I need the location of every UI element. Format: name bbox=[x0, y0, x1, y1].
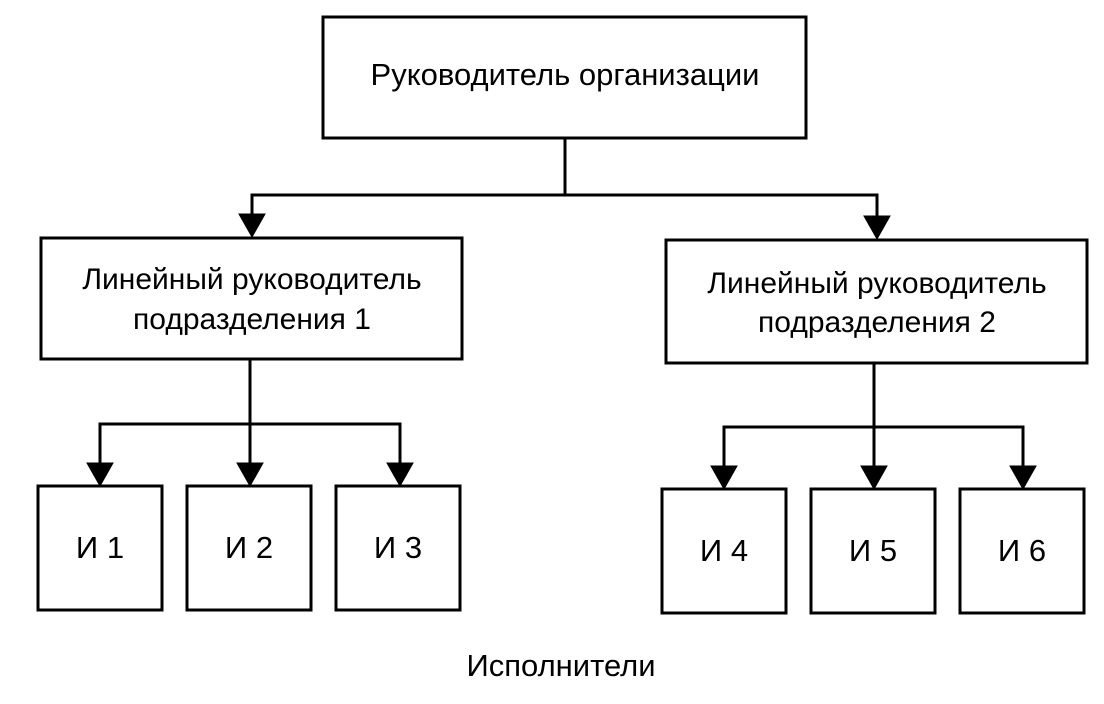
executor-node-2: И 2 bbox=[185, 484, 313, 612]
executor-box-5 bbox=[809, 487, 937, 615]
arrow-to-executor-4 bbox=[710, 465, 738, 491]
arrow-to-manager-1 bbox=[238, 213, 266, 239]
arrow-to-executor-1 bbox=[86, 462, 114, 488]
executor-box-6 bbox=[958, 487, 1086, 615]
executor-node-3: И 3 bbox=[334, 484, 462, 612]
manager-1-connectors bbox=[86, 357, 414, 488]
manager-node-2: Линейный руководитель подразделения 2 bbox=[664, 238, 1089, 365]
executor-3-label: И 3 bbox=[374, 530, 422, 565]
executor-2-label: И 2 bbox=[225, 530, 273, 565]
arrow-to-executor-6 bbox=[1009, 465, 1037, 491]
root-connectors bbox=[238, 136, 891, 241]
root-label: Руководитель организации bbox=[371, 57, 760, 92]
executor-box-1 bbox=[36, 484, 164, 612]
manager-box-1 bbox=[39, 236, 464, 361]
executor-4-label: И 4 bbox=[700, 533, 748, 568]
executors-caption: Исполнители bbox=[466, 648, 655, 683]
executor-box-3 bbox=[334, 484, 462, 612]
arrow-to-executor-3 bbox=[386, 462, 414, 488]
executor-5-label: И 5 bbox=[849, 533, 897, 568]
executor-node-1: И 1 bbox=[36, 484, 164, 612]
arrow-to-manager-2 bbox=[863, 215, 891, 241]
manager-node-1: Линейный руководитель подразделения 1 bbox=[39, 236, 464, 361]
executor-box-4 bbox=[660, 487, 788, 615]
manager-2-line-1: Линейный руководитель bbox=[707, 267, 1046, 300]
manager-1-line-1: Линейный руководитель bbox=[82, 263, 421, 296]
executor-node-5: И 5 bbox=[809, 487, 937, 615]
manager-1-line-2: подразделения 1 bbox=[133, 303, 371, 336]
manager-2-line-2: подразделения 2 bbox=[758, 306, 996, 339]
executor-node-6: И 6 bbox=[958, 487, 1086, 615]
executor-6-label: И 6 bbox=[998, 533, 1046, 568]
arrow-to-executor-5 bbox=[860, 465, 888, 491]
arrow-to-executor-2 bbox=[236, 462, 264, 488]
executor-node-4: И 4 bbox=[660, 487, 788, 615]
manager-box-2 bbox=[664, 238, 1089, 365]
manager-2-connectors bbox=[710, 361, 1037, 491]
executor-1-label: И 1 bbox=[76, 530, 124, 565]
root-box bbox=[321, 15, 808, 140]
executor-box-2 bbox=[185, 484, 313, 612]
root-node: Руководитель организации bbox=[321, 15, 808, 140]
